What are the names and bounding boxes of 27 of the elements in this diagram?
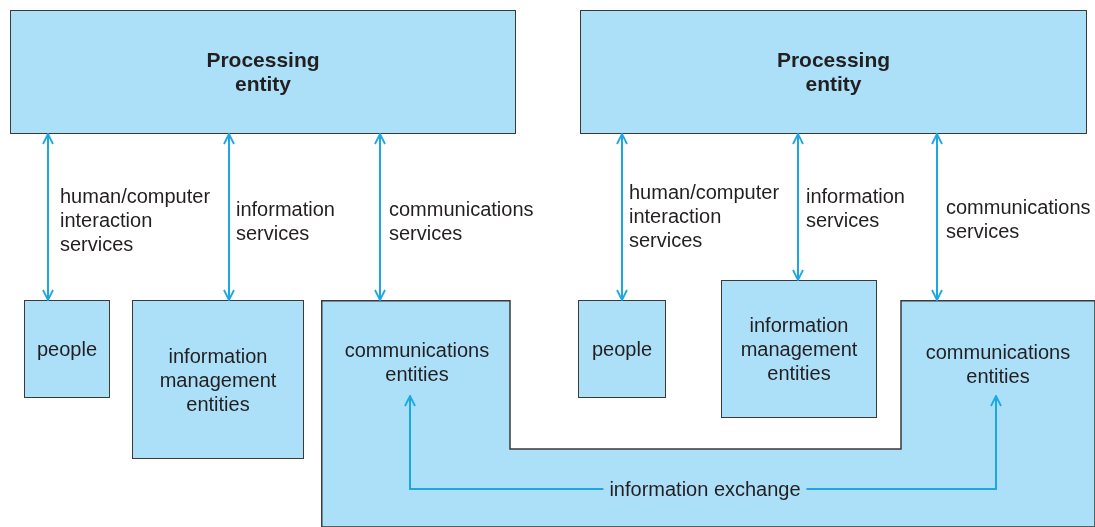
node-label: information management entities <box>158 343 278 416</box>
entity-box <box>578 300 666 398</box>
entity-box <box>132 300 304 459</box>
edge-label: communications services <box>946 195 1092 243</box>
edge-label: human/computer interaction services <box>60 184 212 256</box>
node-label: people <box>36 337 98 361</box>
entity-box <box>721 280 877 418</box>
node-label: communications entities <box>912 332 1084 396</box>
node-label: Processing entity <box>205 48 321 96</box>
edge-label: information services <box>806 184 906 232</box>
edge-label: human/computer interaction services <box>629 180 781 252</box>
node-label: communications entities <box>332 328 502 396</box>
node-label: information management entities <box>739 313 859 385</box>
node-label: people <box>591 337 653 361</box>
arrow <box>223 133 235 301</box>
edge-label: information services <box>236 197 336 245</box>
arrow <box>931 133 943 301</box>
arrow <box>374 133 386 301</box>
node-label: Processing entity <box>775 48 892 96</box>
arrow <box>42 133 54 301</box>
entity-box <box>24 300 110 398</box>
arrow <box>616 133 628 301</box>
entity-box <box>580 10 1087 134</box>
edge-label: communications services <box>389 197 535 245</box>
communications-region <box>321 300 1095 527</box>
arrow <box>792 133 804 281</box>
entity-box <box>10 10 516 134</box>
